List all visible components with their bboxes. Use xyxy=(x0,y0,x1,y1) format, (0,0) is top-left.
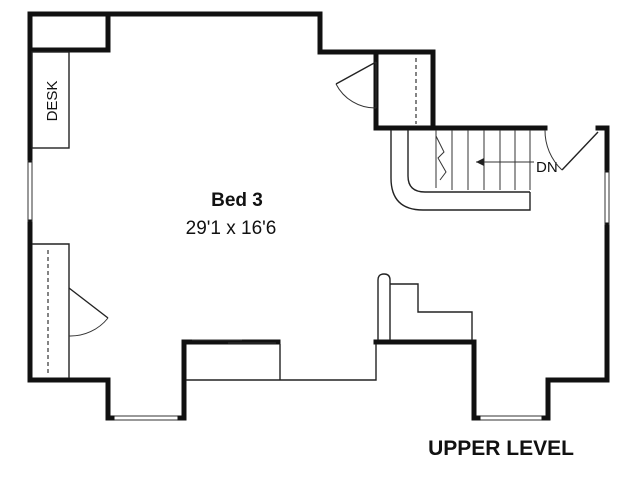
left-closet-door-swing xyxy=(68,317,109,337)
stair-rail-inner xyxy=(407,130,530,193)
room-label: Bed 3 29'1 x 16'6 xyxy=(186,190,277,239)
right-lower-wall xyxy=(545,222,610,421)
stairs-direction-label: DN xyxy=(536,159,558,176)
stair-closet-door-swing xyxy=(335,83,377,109)
stair-break-line xyxy=(435,135,447,181)
level-title: UPPER LEVEL xyxy=(428,437,574,460)
room-dimensions: 29'1 x 16'6 xyxy=(186,218,277,239)
desk-outline xyxy=(31,51,70,149)
left-closet xyxy=(32,243,109,378)
bottom-right-wall xyxy=(373,339,477,421)
right-wall xyxy=(595,125,610,173)
stair-rail-outer xyxy=(390,130,531,211)
right-door-swing xyxy=(544,129,563,171)
chase-column xyxy=(377,273,391,340)
windows xyxy=(27,160,610,421)
stair-closet-door-leaf xyxy=(335,61,377,85)
desk-label: DESK xyxy=(44,81,61,122)
bottom-left-wall xyxy=(27,219,111,421)
bottom-closets xyxy=(186,339,377,381)
right-door xyxy=(544,129,599,171)
stairs: DN xyxy=(390,130,558,211)
top-left-closet-wall xyxy=(27,11,111,53)
room-name: Bed 3 xyxy=(211,190,263,211)
built-ins xyxy=(377,273,473,340)
exterior-walls xyxy=(27,11,610,421)
bottom-closet-front xyxy=(186,344,377,381)
stepped-built-in xyxy=(390,283,473,340)
stair-closet-door xyxy=(335,58,417,124)
left-closet-outline xyxy=(32,243,70,378)
stair-arrow-head xyxy=(476,158,484,166)
left-closet-door-leaf xyxy=(68,287,109,319)
top-wall xyxy=(105,11,436,131)
right-door-leaf xyxy=(561,131,599,171)
stair-closet-wall xyxy=(373,49,436,131)
bottom-middle-wall xyxy=(181,339,281,421)
desk-niche: DESK xyxy=(31,51,70,149)
